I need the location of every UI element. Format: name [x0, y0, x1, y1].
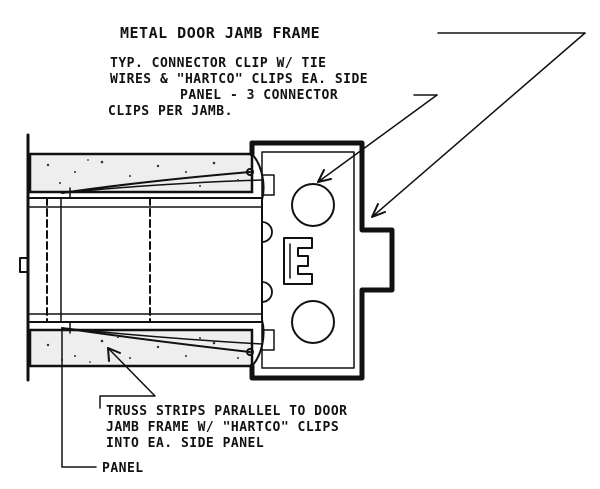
label-connector-line-2: WIRES & "HARTCO" CLIPS EA. SIDE — [110, 72, 368, 87]
connector-clip — [283, 237, 313, 285]
label-truss-line-3: INTO EA. SIDE PANEL — [106, 436, 264, 451]
label-metal-door-jamb-frame: METAL DOOR JAMB FRAME — [120, 24, 320, 42]
jamb-void-top — [291, 183, 335, 227]
concrete-stipple — [46, 159, 239, 363]
label-panel: PANEL — [102, 461, 144, 476]
leader-lines — [61, 32, 586, 468]
label-truss-line-1: TRUSS STRIPS PARALLEL TO DOOR — [106, 404, 347, 419]
wall-panel — [19, 133, 265, 382]
label-connector-line-3: PANEL - 3 CONNECTOR — [180, 88, 338, 103]
label-truss-line-2: JAMB FRAME W/ "HARTCO" CLIPS — [106, 420, 339, 435]
jamb-frame — [249, 140, 395, 381]
label-connector-line-1: TYP. CONNECTOR CLIP W/ TIE — [110, 56, 327, 71]
jamb-void-bottom — [291, 300, 335, 344]
label-connector-line-4: CLIPS PER JAMB. — [108, 104, 233, 119]
annotations: METAL DOOR JAMB FRAME TYP. CONNECTOR CLI… — [102, 24, 368, 476]
